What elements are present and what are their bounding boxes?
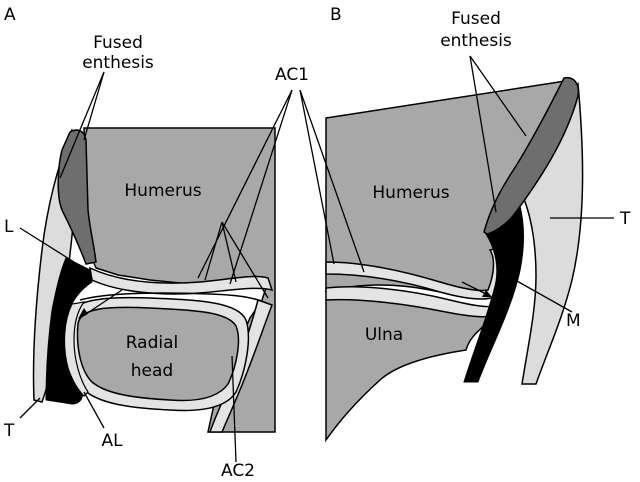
panel-b-fused-label-1: Fused — [451, 9, 501, 29]
leader-a-enthesis-2 — [83, 71, 105, 141]
panel-a-radial-head — [76, 306, 240, 402]
panel-b: B Fused enthesis Humerus Ulna T M — [299, 5, 631, 443]
leader-b-m — [507, 275, 573, 313]
leader-b-ac1-2 — [299, 89, 335, 265]
leader-a-ac1-5 — [221, 221, 269, 299]
panel-a-fused-label-1: Fused — [93, 33, 143, 53]
panel-a-annular-strip — [63, 301, 89, 397]
panel-a-fused-enthesis — [57, 129, 97, 265]
panel-b-letter: B — [330, 5, 342, 25]
panel-a-letter: A — [4, 5, 16, 25]
panel-b-ligament — [463, 204, 524, 383]
panel-b-t-label: T — [619, 209, 631, 229]
panel-a-joint-space — [79, 292, 271, 306]
leader-a-ac1-3 — [204, 221, 223, 281]
panel-b-arrowhead — [482, 290, 492, 297]
panel-b-m-label: M — [566, 311, 581, 331]
panel-a-radial-label-2: head — [131, 361, 173, 381]
leader-b-enthesis-2 — [469, 55, 497, 213]
leader-a-l — [19, 227, 75, 263]
panel-b-ulna-label: Ulna — [365, 325, 403, 345]
leader-b-ac1-1 — [299, 89, 365, 273]
panel-a-l-label: L — [4, 217, 14, 237]
leader-a-ac1-4 — [221, 221, 237, 283]
panel-a: A Fused enthesis Humerus Radial head AC1… — [3, 5, 309, 481]
panel-a-arrowhead — [78, 308, 88, 319]
panel-b-fused-label-2: enthesis — [440, 31, 512, 51]
panel-a-radial-label-1: Radial — [126, 333, 179, 353]
panel-a-t-label: T — [3, 421, 15, 441]
leader-a-ac1-1 — [197, 89, 293, 279]
panel-a-humerus-label: Humerus — [124, 181, 201, 201]
panel-a-al-label: AL — [101, 431, 123, 451]
panel-b-ulna — [325, 294, 494, 443]
panel-b-humerus-label: Humerus — [372, 183, 449, 203]
leader-a-al — [83, 391, 105, 429]
panel-a-ac2-label: AC2 — [221, 461, 255, 481]
leader-a-enthesis-1 — [59, 71, 105, 179]
panel-a-ac1-label: AC1 — [275, 65, 309, 85]
panel-a-fused-label-2: enthesis — [82, 53, 154, 73]
leader-a-ac2 — [231, 355, 237, 463]
leader-b-enthesis-1 — [469, 55, 527, 137]
leader-a-t — [19, 397, 41, 419]
